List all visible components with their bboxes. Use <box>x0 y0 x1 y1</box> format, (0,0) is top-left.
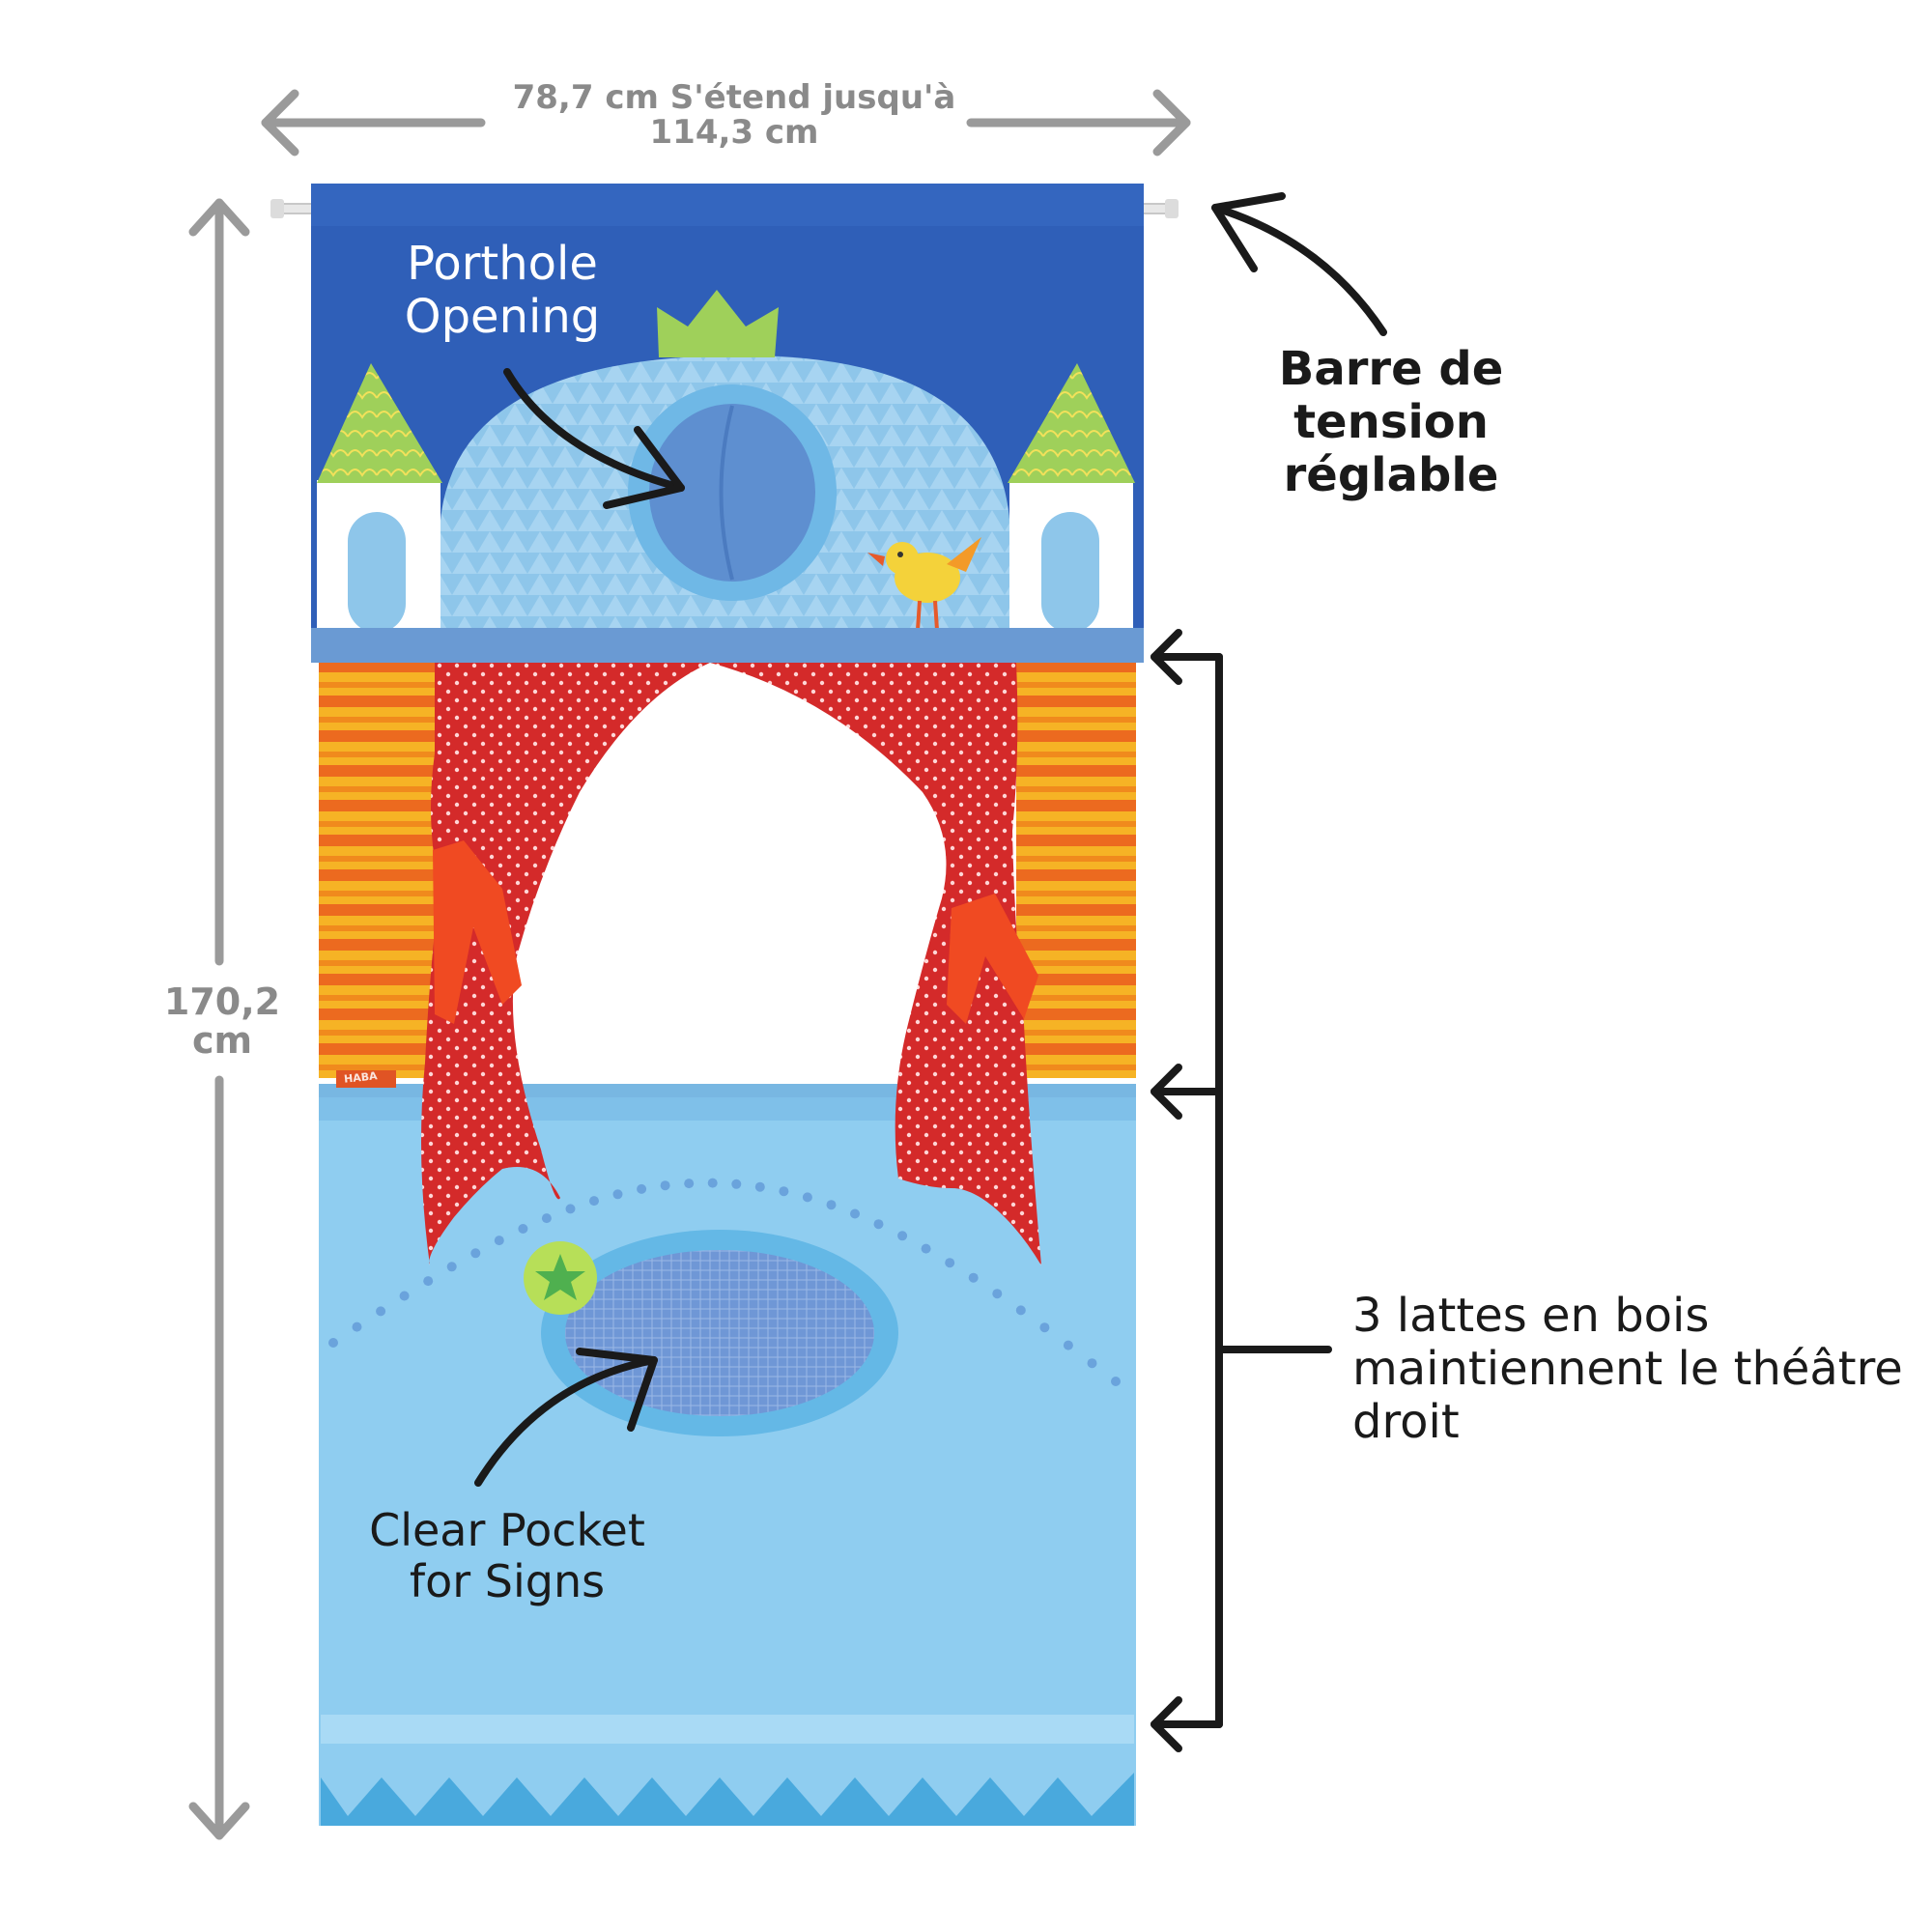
path-dot <box>423 1276 434 1287</box>
path-dot <box>446 1262 457 1272</box>
star-icon <box>524 1241 597 1315</box>
path-dot <box>802 1192 812 1203</box>
path-dot <box>494 1236 504 1246</box>
path-dot <box>1111 1377 1121 1386</box>
path-dot <box>945 1258 955 1268</box>
path-dot <box>968 1272 979 1283</box>
height-dimension-label: 170,2 cm <box>163 980 281 1062</box>
path-dot <box>992 1289 1003 1299</box>
path-dot <box>541 1213 552 1224</box>
left-tower <box>317 363 442 633</box>
path-dot <box>826 1200 837 1210</box>
path-dot <box>921 1243 931 1254</box>
path-dot <box>518 1224 528 1234</box>
path-dot <box>637 1183 647 1194</box>
path-dot <box>1063 1340 1073 1350</box>
path-dot <box>612 1189 623 1200</box>
slats-label-line3: droit <box>1352 1395 1460 1450</box>
pocket-label-line2: for Signs <box>409 1554 606 1607</box>
width-dimension-label: 78,7 cm S'étend jusqu'à 114,3 cm <box>502 78 966 152</box>
porthole-arrow <box>503 368 685 509</box>
path-dot <box>660 1180 670 1191</box>
path-dot <box>897 1231 908 1241</box>
right-tower <box>1008 363 1135 633</box>
path-dot <box>470 1248 481 1259</box>
path-dot <box>850 1208 860 1219</box>
tension-arrow <box>1211 192 1387 336</box>
pocket-arrow <box>474 1348 658 1487</box>
path-dot <box>352 1321 362 1332</box>
slats-label: 3 lattes en bois maintiennent le théâtre… <box>1352 1289 1922 1450</box>
slats-bracket <box>1151 629 1332 1752</box>
path-dot <box>1087 1358 1097 1369</box>
path-dot <box>376 1306 386 1317</box>
tension-rod-label: Barre de tension réglable <box>1183 342 1599 503</box>
path-dot <box>754 1181 765 1192</box>
tension-label-line1: Barre de tension <box>1278 342 1504 450</box>
crown-icon <box>657 290 779 357</box>
zigzag-hem <box>321 1773 1134 1826</box>
slats-label-line2: maintiennent le théâtre <box>1352 1342 1903 1397</box>
porthole-opening <box>628 384 837 601</box>
right-curtain <box>710 663 1041 1265</box>
bird-icon <box>867 537 981 631</box>
path-dot <box>873 1219 884 1230</box>
path-dot <box>565 1204 576 1214</box>
bottom-slat <box>321 1715 1134 1744</box>
path-dot <box>779 1186 789 1197</box>
left-curtain <box>421 663 710 1265</box>
path-dot <box>589 1196 599 1207</box>
path-dot <box>707 1178 718 1188</box>
porthole-label-line1: Porthole <box>407 237 598 291</box>
height-dimension <box>188 198 250 1840</box>
pocket-label: Clear Pocket for Signs <box>343 1505 671 1607</box>
pocket-label-line1: Clear Pocket <box>369 1504 645 1556</box>
slats-label-line1: 3 lattes en bois <box>1352 1289 1710 1343</box>
theater-fabric <box>311 184 1144 1826</box>
width-label-line1: 78,7 cm S'étend jusqu'à <box>512 78 956 117</box>
tension-label-line2: réglable <box>1283 448 1499 503</box>
clear-pocket <box>541 1230 898 1436</box>
path-dot <box>1039 1322 1050 1333</box>
path-dot <box>1015 1305 1026 1316</box>
right-striped-pillar <box>1016 663 1136 1078</box>
path-dot <box>731 1179 742 1189</box>
path-dot <box>328 1338 338 1348</box>
path-dot <box>684 1179 695 1189</box>
porthole-label-line2: Opening <box>404 290 601 345</box>
width-label-line2: 114,3 cm <box>649 112 819 152</box>
porthole-label: Porthole Opening <box>377 237 628 345</box>
path-dot <box>399 1291 410 1301</box>
dotted-path <box>328 1178 1121 1386</box>
width-dimension <box>261 89 1191 156</box>
left-striped-pillar <box>319 663 435 1078</box>
top-slat <box>311 628 1144 663</box>
